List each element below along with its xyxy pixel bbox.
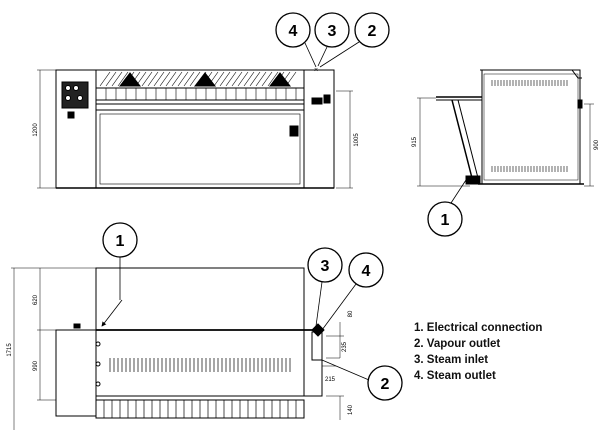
legend: 1. Electrical connection 2. Vapour outle… (414, 322, 542, 382)
callout-circle-bottom-4 (348, 252, 384, 288)
front-view (55, 69, 335, 189)
callout-circle-bottom-3 (307, 247, 343, 283)
callout-side-1: 1 (441, 212, 450, 229)
callout-top-2: 2 (368, 23, 377, 40)
dim-plan-lower: 990 (33, 360, 39, 371)
dim-plan-80: 80 (348, 310, 354, 317)
dim-side-height: 915 (412, 136, 418, 147)
callout-top-3: 3 (328, 23, 337, 40)
dim-plan-140: 140 (348, 404, 354, 415)
svg-text:×: × (314, 67, 318, 74)
dim-plan-235: 235 (342, 341, 348, 352)
callout-bottom-1: 1 (116, 233, 125, 250)
dim-plan-215: 215 (325, 377, 336, 383)
callout-top-4: 4 (289, 23, 298, 40)
side-view (436, 69, 584, 185)
dim-front-height: 1200 (33, 123, 39, 137)
dim-plan-upper: 620 (33, 294, 39, 305)
legend-item-steam-outlet: 4. Steam outlet (414, 370, 496, 382)
callout-bottom-4: 4 (362, 263, 371, 280)
callout-circle-top-2 (354, 12, 390, 48)
lower-body (95, 109, 305, 189)
plan-view (55, 267, 325, 419)
plan-left-cabinet (55, 329, 97, 417)
legend-item-vapour-outlet: 2. Vapour outlet (414, 338, 500, 350)
plan-body (95, 329, 305, 397)
dim-front-inner-height: 1005 (354, 133, 360, 147)
plan-feed-table (95, 267, 305, 331)
dim-side-table-height: 900 (594, 139, 600, 150)
callout-bottom-3: 3 (321, 258, 330, 275)
callout-bottom-2: 2 (381, 376, 390, 393)
callout-circle-bottom-2 (367, 365, 403, 401)
callout-circle-side-1 (427, 201, 463, 237)
right-cabinet (303, 69, 335, 189)
callout-circle-top-3 (314, 12, 350, 48)
legend-item-steam-inlet: 3. Steam inlet (414, 354, 488, 366)
legend-item-electrical: 1. Electrical connection (414, 322, 542, 334)
dim-plan-total: 1715 (7, 343, 13, 357)
callout-circle-top-4 (275, 12, 311, 48)
